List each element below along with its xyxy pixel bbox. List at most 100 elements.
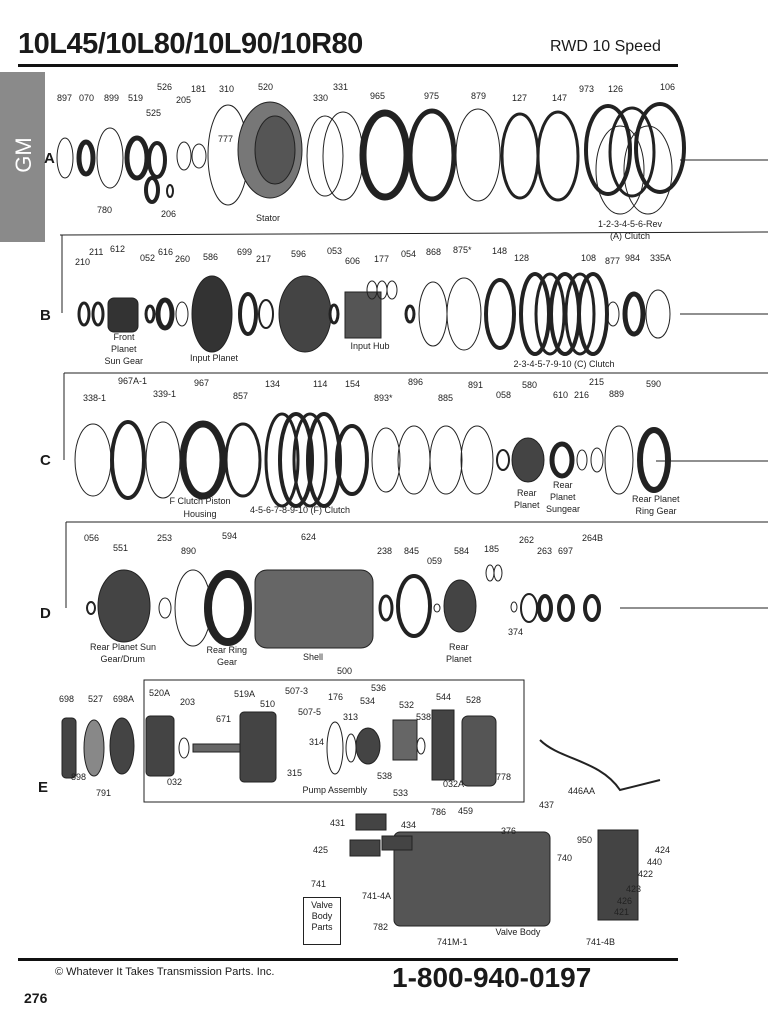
- part-number: 437: [539, 800, 555, 810]
- part-number: 580: [522, 380, 538, 390]
- part-number: 967A-1: [118, 376, 148, 386]
- part-caption: Gear: [217, 657, 238, 667]
- part-number: 965: [370, 91, 386, 101]
- part-number: 624: [301, 532, 317, 542]
- part-number: 778: [496, 772, 512, 782]
- footer-rule: [18, 958, 678, 961]
- row-label-b: B: [40, 307, 51, 324]
- part-number: 032A: [443, 779, 465, 789]
- part-number: 262: [519, 535, 535, 545]
- part-number: 699: [237, 247, 253, 257]
- part-caption: Planet: [550, 492, 576, 502]
- part-number: 459: [458, 806, 474, 816]
- part-number: 216: [574, 390, 590, 400]
- part-number: 740: [557, 853, 573, 863]
- part-number: 741: [311, 879, 327, 889]
- part-number: 422: [638, 869, 654, 879]
- part-caption: Sungear: [546, 504, 581, 514]
- phone-number: 1-800-940-0197: [392, 962, 592, 993]
- part-number: 106: [660, 82, 676, 92]
- part-number: 950: [577, 835, 593, 845]
- part-number: 697: [558, 546, 574, 556]
- part-number: 786: [431, 807, 447, 817]
- part-number: 897: [57, 93, 73, 103]
- part-number: 423: [626, 884, 642, 894]
- part-number: 780: [97, 205, 113, 215]
- part-number: 331: [333, 82, 349, 92]
- part-number: 510: [260, 699, 276, 709]
- part-number: 431: [330, 818, 346, 828]
- part-number: 898: [71, 772, 87, 782]
- part-number: 446AA: [568, 786, 596, 796]
- part-number: 206: [161, 209, 177, 219]
- part-number: 671: [216, 714, 232, 724]
- part-caption: Rear: [517, 488, 537, 498]
- part-number: 114: [313, 379, 328, 389]
- part-number: 263: [537, 546, 553, 556]
- part-number: 533: [393, 788, 409, 798]
- part-number: 594: [222, 531, 238, 541]
- part-number: 053: [327, 246, 343, 256]
- part-number: 177: [374, 254, 390, 264]
- part-number: 741-4B: [586, 937, 616, 947]
- part-number: 877: [605, 256, 621, 266]
- part-number: 612: [110, 244, 126, 254]
- part-caption: 2-3-4-5-7-9-10 (C) Clutch: [513, 359, 615, 369]
- part-number: 376: [501, 826, 517, 836]
- part-number: 520: [258, 82, 274, 92]
- part-number: 128: [514, 253, 530, 263]
- part-number: 584: [454, 546, 470, 556]
- part-number: 879: [471, 91, 487, 101]
- part-number: 519: [128, 93, 144, 103]
- part-number: 426: [617, 896, 633, 906]
- row-label-a: A: [44, 150, 55, 167]
- part-number: 210: [75, 257, 91, 267]
- part-caption: 1-2-3-4-5-6-Rev: [598, 219, 663, 229]
- part-caption: Valve Body: [495, 927, 541, 937]
- part-number: 134: [265, 379, 281, 389]
- part-number: 610: [553, 390, 569, 400]
- part-caption: Planet: [514, 500, 540, 510]
- part-number: 551: [113, 543, 129, 553]
- valve-body-parts-line: Body: [311, 911, 333, 921]
- part-number: 203: [180, 697, 196, 707]
- header-rule: [18, 64, 678, 67]
- part-caption: Housing: [183, 509, 217, 519]
- page-title: 10L45/10L80/10L90/10R80: [18, 28, 363, 60]
- part-number: 238: [377, 546, 393, 556]
- part-number: 519A: [234, 689, 256, 699]
- page-number: 276: [24, 990, 48, 1006]
- row-label-e: E: [38, 779, 49, 796]
- part-caption: 4-5-6-7-8-9-10 (F) Clutch: [250, 505, 351, 515]
- part-number: 310: [219, 84, 235, 94]
- part-number: 313: [343, 712, 359, 722]
- part-number: 586: [203, 252, 219, 262]
- part-number: 889: [609, 389, 625, 399]
- part-number: 054: [401, 249, 417, 259]
- part-number: 616: [158, 247, 174, 257]
- part-caption: Stator: [256, 213, 281, 223]
- part-caption: Input Hub: [350, 341, 390, 351]
- part-number: 538: [377, 771, 393, 781]
- part-number: 596: [291, 249, 307, 259]
- part-number: 176: [328, 692, 344, 702]
- row-label-c: C: [40, 452, 51, 469]
- part-number: 967: [194, 378, 210, 388]
- part-number: 148: [492, 246, 508, 256]
- part-number: 973: [579, 84, 595, 94]
- part-number: 330: [313, 93, 329, 103]
- part-number: 154: [345, 379, 361, 389]
- part-caption: Shell: [303, 652, 324, 662]
- part-number: 440: [647, 857, 663, 867]
- part-caption: Rear Planet: [632, 494, 680, 504]
- part-number: 253: [157, 533, 173, 543]
- valve-body-parts-box: Valve Body Parts: [303, 897, 341, 945]
- row-label-d: D: [40, 605, 51, 622]
- brand-tab: GM: [0, 72, 45, 242]
- part-number: 868: [426, 247, 442, 257]
- part-number: 185: [484, 544, 500, 554]
- part-number: 205: [176, 95, 192, 105]
- part-number: 108: [581, 253, 597, 263]
- valve-body-parts-line: Valve: [311, 900, 333, 910]
- part-caption: Ring Gear: [635, 506, 677, 516]
